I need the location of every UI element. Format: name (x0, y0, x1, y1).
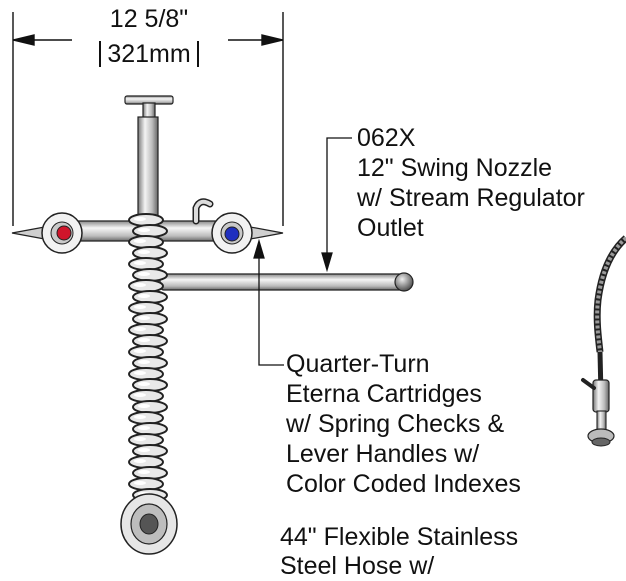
swing-nozzle (159, 272, 414, 292)
hose-coil-highlight (134, 459, 146, 463)
nozzle-callout-line-2: 12" Swing Nozzle (357, 154, 553, 182)
hose-coil-highlight (138, 338, 150, 342)
cartridge-callout-line-1: Quarter-Turn (286, 350, 430, 378)
dimension-imperial: 12 5/8" (109, 5, 189, 33)
dimension-metric-wrap: 321mm (0, 40, 298, 69)
hose-coil-highlight (138, 404, 150, 408)
nozzle-callout-line-4: Outlet (357, 214, 424, 242)
hose-coil-highlight (138, 382, 150, 386)
hot-index-icon (56, 225, 72, 241)
faucet-drawing (11, 12, 626, 555)
hose-coil-highlight (134, 239, 146, 243)
hose-callout-line-1: 44" Flexible Stainless (280, 523, 519, 551)
hose-coil-highlight (134, 437, 146, 441)
flexible-hose-coil (128, 213, 168, 502)
cold-index-icon (224, 226, 240, 242)
cartridge-leader-arrowhead (253, 238, 265, 259)
pre-rinse-unit-partial (581, 235, 626, 447)
hose-coil-highlight (138, 426, 150, 430)
hose-coil-highlight (138, 470, 150, 474)
hose-coil-highlight (134, 415, 146, 419)
hose-coil-highlight (138, 272, 150, 276)
hose-coil-highlight (134, 305, 146, 309)
cartridge-callout-line-5: Color Coded Indexes (286, 470, 521, 498)
hose-coil-highlight (134, 371, 146, 375)
nozzle-callout-line-3: w/ Stream Regulator (357, 184, 585, 212)
hose-coil-highlight (138, 360, 150, 364)
nozzle-leader-arrowhead (321, 252, 333, 273)
hose-coil-highlight (134, 327, 146, 331)
hose-coil-highlight (138, 316, 150, 320)
right-arrowhead (261, 34, 284, 46)
hose-bottom-fitting (120, 493, 178, 555)
faucet-diagram: 12 5/8" 321mm 062X 12" Swing Nozzle w/ S… (0, 5, 626, 580)
left-arrowhead (12, 34, 35, 46)
hose-callout-line-2: Steel Hose w/ (280, 552, 435, 580)
wall-mount-post (124, 95, 174, 236)
hose-coil-highlight (134, 261, 146, 265)
cartridge-callout-line-2: Eterna Cartridges (286, 380, 482, 408)
right-lever-handle (211, 212, 284, 254)
left-lever-handle (11, 212, 83, 254)
hose-coil-highlight (138, 294, 150, 298)
hose-coil-highlight (138, 228, 150, 232)
dimension-lines (12, 12, 284, 226)
hose-coil-highlight (134, 217, 146, 221)
hose-coil-highlight (134, 393, 146, 397)
hose-coil-highlight (138, 448, 150, 452)
cartridge-callout-line-4: Lever Handles w/ (286, 440, 480, 468)
hose-coil-highlight (134, 481, 146, 485)
hose-coil-highlight (134, 283, 146, 287)
cartridge-callout-line-3: w/ Spring Checks & (286, 410, 505, 438)
hose-coil-highlight (134, 349, 146, 353)
hose-coil-highlight (138, 250, 150, 254)
dimension-metric: 321mm (99, 41, 199, 67)
leader-lines (253, 137, 352, 366)
nozzle-callout-line-1: 062X (357, 124, 416, 152)
